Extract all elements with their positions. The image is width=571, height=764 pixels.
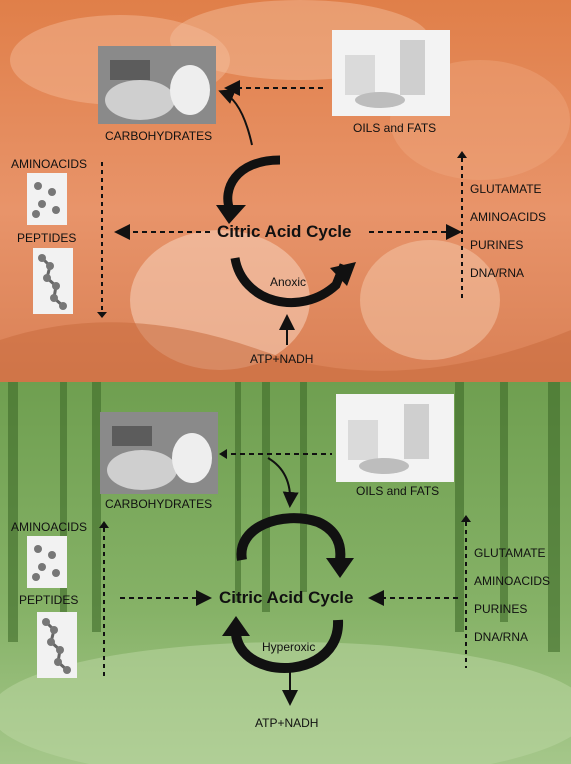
hyperoxic-background [0, 382, 571, 764]
aminoacids-label: AMINOACIDS [11, 520, 88, 534]
carbohydrates-image [100, 412, 218, 494]
condition-label: Anoxic [270, 275, 307, 289]
carbs-oils-dashed-line [219, 449, 332, 459]
anoxic-panel: CARBOHYDRATES OILS and FATS AMINOACIDS P… [0, 0, 571, 382]
right-list-item: DNA/RNA [470, 266, 525, 280]
carbs-to-cycle-arrow [267, 457, 299, 508]
anoxic-background [0, 0, 571, 382]
hyperoxic-panel: CARBOHYDRATES OILS and FATS AMINOACIDS P… [0, 382, 571, 764]
carbohydrates-image [98, 46, 216, 124]
cycle-arrows [222, 513, 354, 673]
cycle-arrows [216, 155, 356, 308]
right-list-item: PURINES [474, 602, 528, 616]
peptides-label: PEPTIDES [17, 231, 77, 245]
energy-label: ATP+NADH [250, 352, 314, 366]
left-vertical-dashed-line [99, 521, 109, 678]
right-list-item: GLUTAMATE [474, 546, 546, 560]
right-list-item: DNA/RNA [474, 630, 529, 644]
right-list-item: AMINOACIDS [470, 210, 547, 224]
aminoacids-label: AMINOACIDS [11, 157, 88, 171]
peptides-image [33, 248, 73, 314]
citric-acid-cycle-label: Citric Acid Cycle [219, 588, 354, 607]
condition-label: Hyperoxic [262, 640, 316, 654]
right-list-item: AMINOACIDS [474, 574, 551, 588]
oils-fats-image [336, 394, 454, 482]
oils-fats-label: OILS and FATS [353, 121, 437, 135]
energy-label: ATP+NADH [255, 716, 319, 730]
aminoacids-image [27, 173, 67, 225]
right-vertical-dashed-line [461, 515, 471, 668]
peptides-image [37, 612, 77, 678]
carbohydrates-label: CARBOHYDRATES [105, 129, 213, 143]
oils-fats-label: OILS and FATS [356, 484, 440, 498]
left-vertical-dashed-line [97, 162, 107, 318]
aminoacids-image [27, 536, 67, 588]
carbohydrates-label: CARBOHYDRATES [105, 497, 213, 511]
oils-fats-image [332, 30, 450, 116]
right-list-item: GLUTAMATE [470, 182, 542, 196]
right-vertical-dashed-line [457, 151, 467, 300]
cycle-to-carbs-arrow [218, 89, 253, 146]
peptides-label: PEPTIDES [19, 593, 79, 607]
citric-acid-cycle-label: Citric Acid Cycle [217, 222, 352, 241]
right-list-item: PURINES [470, 238, 524, 252]
